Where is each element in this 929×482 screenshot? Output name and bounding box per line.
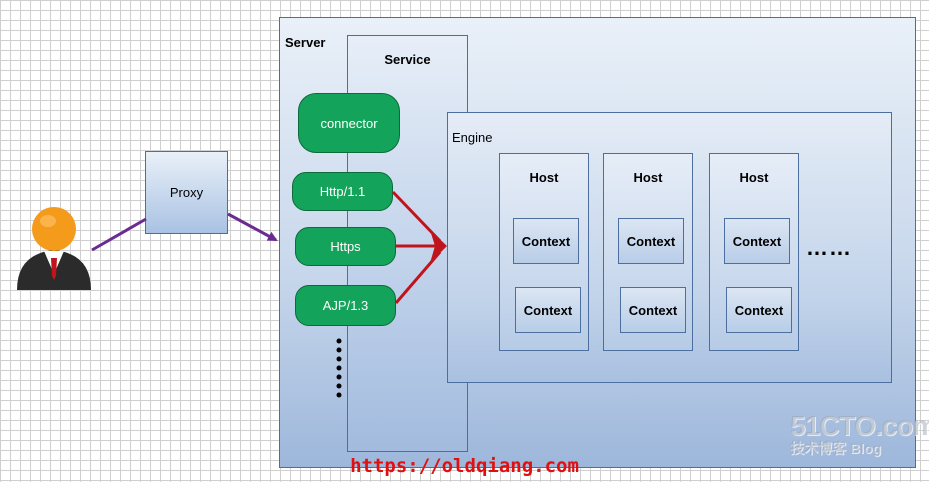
server-label: Server [285,35,326,50]
proxy-to-server-arrow [227,212,278,242]
watermark-main: 51CTO.com [790,410,929,441]
context-label: Context [628,302,678,318]
watermark-logo: 51CTO.com 技术博客 Blog [790,410,929,470]
protocol-arrows [391,190,447,304]
context-label: Context [732,233,782,249]
context-box: Context [618,218,684,264]
connector-label: connector [320,115,378,131]
host-label: Host [739,170,769,185]
context-box: Context [513,218,579,264]
protocol-ajp: AJP/1.3 [295,285,396,326]
more-protocols-dots [336,338,342,398]
host-box: Host Context Context [709,153,799,351]
protocol-http: Http/1.1 [292,172,393,211]
host-box: Host Context Context [499,153,589,351]
context-label: Context [626,233,676,249]
ajp-arrow [394,251,442,304]
context-label: Context [523,302,573,318]
host-box: Host Context Context [603,153,693,351]
context-box: Context [726,287,792,333]
user-avatar-icon [17,207,91,290]
engine-label: Engine [452,130,493,145]
context-box: Context [724,218,790,264]
context-box: Context [515,287,581,333]
context-label: Context [734,302,784,318]
context-box: Context [620,287,686,333]
user-to-proxy-line [91,217,147,252]
protocol-ajp-label: AJP/1.3 [322,298,369,313]
proxy-box: Proxy [145,151,228,234]
connector-node: connector [298,93,400,153]
protocol-https: Https [295,227,396,266]
engine-entry-arrowhead [430,230,447,263]
watermark-sub: 技术博客 Blog [790,440,881,456]
url-banner: https://oldqiang.com [350,455,579,477]
protocol-https-label: Https [330,239,361,254]
host-label: Host [529,170,559,185]
host-label: Host [633,170,663,185]
service-label: Service [384,52,431,67]
context-label: Context [521,233,571,249]
protocol-http-label: Http/1.1 [319,184,366,199]
more-hosts-ellipsis: …… [806,235,852,260]
proxy-label: Proxy [169,185,204,200]
